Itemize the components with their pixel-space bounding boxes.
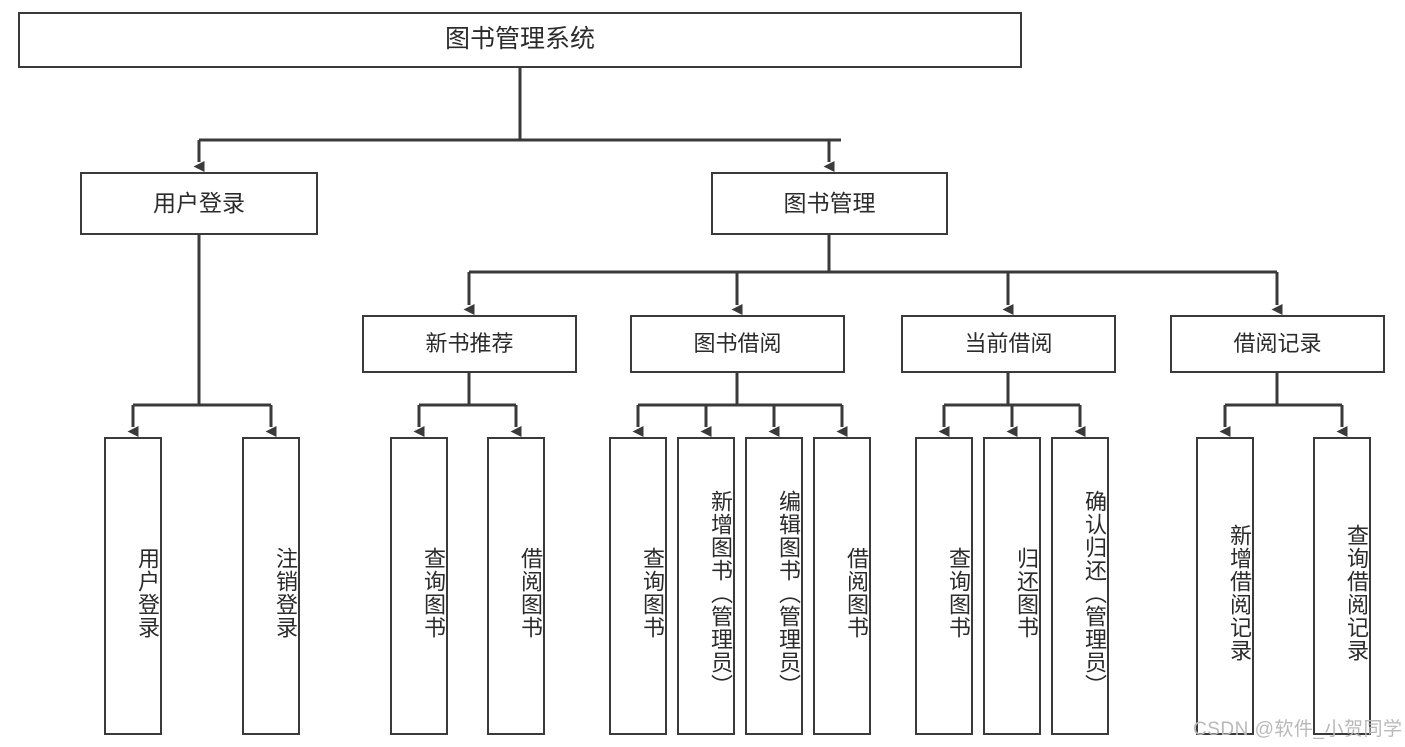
node-leaf-2[interactable]: 查询图书 [390, 437, 448, 735]
node-level2-0[interactable]: 用户登录 [80, 172, 318, 235]
node-level2-1[interactable]: 图书管理 [711, 172, 948, 235]
node-leaf-11[interactable]: 新增借阅记录 [1196, 437, 1254, 735]
node-level3-0-label: 新书推荐 [425, 331, 514, 357]
node-level3-3-label: 借阅记录 [1233, 331, 1322, 357]
node-level3-2[interactable]: 当前借阅 [901, 315, 1116, 373]
node-level3-1[interactable]: 图书借阅 [630, 315, 845, 373]
node-leaf-3[interactable]: 借阅图书 [487, 437, 545, 735]
node-leaf-5-label: 新增图书（管理员） [708, 489, 733, 697]
node-level3-0[interactable]: 新书推荐 [362, 315, 577, 373]
node-leaf-4[interactable]: 查询图书 [609, 437, 667, 735]
node-leaf-7-label: 借阅图书 [844, 547, 869, 639]
node-leaf-1-label: 注销登录 [273, 547, 298, 639]
node-leaf-11-label: 新增借阅记录 [1227, 524, 1252, 662]
node-root[interactable]: 图书管理系统 [18, 12, 1022, 68]
node-level2-1-label: 图书管理 [783, 189, 876, 216]
node-leaf-6-label: 编辑图书（管理员） [776, 489, 801, 697]
node-leaf-10-label: 确认归还（管理员） [1082, 489, 1107, 697]
node-root-label: 图书管理系统 [444, 25, 595, 54]
node-level2-0-label: 用户登录 [153, 189, 245, 216]
node-leaf-6[interactable]: 编辑图书（管理员） [745, 437, 803, 735]
node-level3-1-label: 图书借阅 [693, 331, 782, 357]
node-leaf-8[interactable]: 查询图书 [915, 437, 973, 735]
node-leaf-10[interactable]: 确认归还（管理员） [1051, 437, 1109, 735]
node-leaf-2-label: 查询图书 [421, 547, 446, 639]
node-leaf-5[interactable]: 新增图书（管理员） [677, 437, 735, 735]
node-leaf-12[interactable]: 查询借阅记录 [1313, 437, 1371, 735]
node-level3-2-label: 当前借阅 [964, 331, 1053, 357]
node-leaf-12-label: 查询借阅记录 [1344, 524, 1369, 662]
node-level3-3[interactable]: 借阅记录 [1170, 315, 1385, 373]
node-leaf-1[interactable]: 注销登录 [242, 437, 300, 735]
node-leaf-7[interactable]: 借阅图书 [813, 437, 871, 735]
node-leaf-9-label: 归还图书 [1014, 547, 1039, 639]
node-leaf-0-label: 用户登录 [135, 547, 160, 639]
node-leaf-0[interactable]: 用户登录 [104, 437, 162, 735]
node-leaf-9[interactable]: 归还图书 [983, 437, 1041, 735]
node-leaf-3-label: 借阅图书 [518, 547, 543, 639]
watermark-text: CSDN @软件_小贺同学 [1193, 719, 1403, 740]
node-leaf-8-label: 查询图书 [946, 547, 971, 639]
node-leaf-4-label: 查询图书 [640, 547, 665, 639]
